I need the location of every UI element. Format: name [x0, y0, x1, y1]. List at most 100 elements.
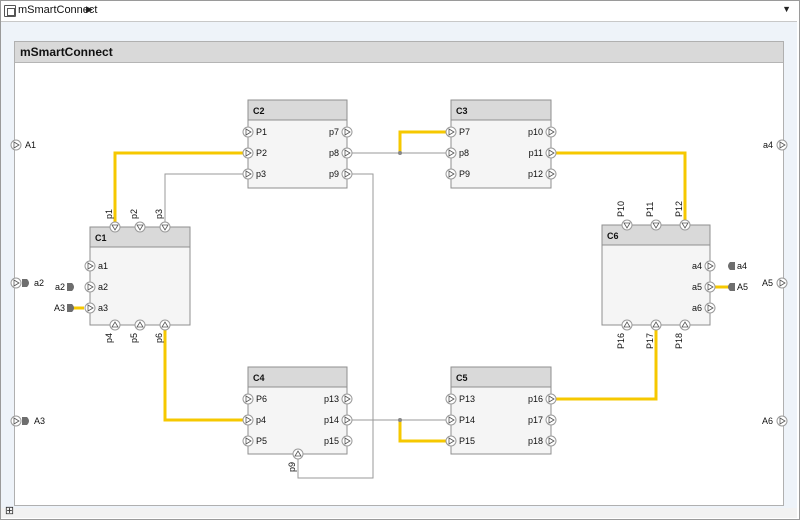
port-P17[interactable]: [650, 319, 662, 331]
port-p7[interactable]: [341, 126, 353, 138]
port-circle[interactable]: [10, 139, 22, 151]
port-p17[interactable]: [545, 414, 557, 426]
port-p10[interactable]: [545, 126, 557, 138]
port-P6[interactable]: [242, 393, 254, 405]
port-p16[interactable]: [545, 393, 557, 405]
port-circle[interactable]: [159, 221, 171, 233]
port-circle[interactable]: [242, 147, 254, 159]
port-P5[interactable]: [242, 435, 254, 447]
port-p4[interactable]: [109, 319, 121, 331]
port-circle[interactable]: [621, 219, 633, 231]
boundary-port-A3[interactable]: [10, 415, 22, 427]
port-p6[interactable]: [159, 319, 171, 331]
port-p12[interactable]: [545, 168, 557, 180]
port-circle[interactable]: [341, 414, 353, 426]
port-circle[interactable]: [109, 319, 121, 331]
port-P18[interactable]: [679, 319, 691, 331]
port-circle[interactable]: [109, 221, 121, 233]
port-p5[interactable]: [134, 319, 146, 331]
port-circle[interactable]: [545, 435, 557, 447]
port-circle[interactable]: [704, 281, 716, 293]
hierarchy-icon[interactable]: ⊞: [4, 505, 15, 517]
port-circle[interactable]: [776, 415, 788, 427]
port-circle[interactable]: [341, 168, 353, 180]
port-circle[interactable]: [445, 435, 457, 447]
port-P11[interactable]: [650, 219, 662, 231]
port-circle[interactable]: [10, 415, 22, 427]
port-a6[interactable]: [704, 302, 716, 314]
inport-A3[interactable]: [67, 304, 74, 312]
port-circle[interactable]: [242, 168, 254, 180]
port-p9[interactable]: [292, 448, 304, 460]
port-circle[interactable]: [445, 147, 457, 159]
port-circle[interactable]: [134, 221, 146, 233]
port-circle[interactable]: [341, 147, 353, 159]
port-p1[interactable]: [109, 221, 121, 233]
inport-A5[interactable]: [728, 283, 735, 291]
port-p3[interactable]: [242, 168, 254, 180]
port-circle[interactable]: [545, 147, 557, 159]
port-circle[interactable]: [134, 319, 146, 331]
port-P1[interactable]: [242, 126, 254, 138]
port-p13[interactable]: [341, 393, 353, 405]
port-circle[interactable]: [776, 139, 788, 151]
port-P15[interactable]: [445, 435, 457, 447]
port-P9[interactable]: [445, 168, 457, 180]
port-circle[interactable]: [84, 302, 96, 314]
port-a2[interactable]: [84, 281, 96, 293]
port-circle[interactable]: [679, 319, 691, 331]
port-P7[interactable]: [445, 126, 457, 138]
port-circle[interactable]: [650, 219, 662, 231]
port-circle[interactable]: [10, 277, 22, 289]
port-circle[interactable]: [704, 260, 716, 272]
port-p14[interactable]: [341, 414, 353, 426]
port-P14[interactable]: [445, 414, 457, 426]
inport-a2[interactable]: [67, 283, 74, 291]
boundary-port-a2[interactable]: [10, 277, 22, 289]
port-circle[interactable]: [545, 414, 557, 426]
port-circle[interactable]: [545, 126, 557, 138]
breadcrumb-arrow-icon[interactable]: ▶: [86, 4, 93, 14]
port-circle[interactable]: [445, 168, 457, 180]
boundary-port-a4[interactable]: [776, 139, 788, 151]
boundary-port-A1[interactable]: [10, 139, 22, 151]
port-circle[interactable]: [445, 393, 457, 405]
port-a1[interactable]: [84, 260, 96, 272]
port-P12[interactable]: [679, 219, 691, 231]
port-circle[interactable]: [84, 281, 96, 293]
port-a4[interactable]: [704, 260, 716, 272]
port-p18[interactable]: [545, 435, 557, 447]
port-p9[interactable]: [341, 168, 353, 180]
breadcrumb-model-name[interactable]: mSmartConnect: [18, 4, 98, 16]
port-circle[interactable]: [445, 414, 457, 426]
port-P2[interactable]: [242, 147, 254, 159]
port-P10[interactable]: [621, 219, 633, 231]
port-circle[interactable]: [341, 126, 353, 138]
port-p8[interactable]: [341, 147, 353, 159]
port-circle[interactable]: [704, 302, 716, 314]
port-circle[interactable]: [242, 393, 254, 405]
port-a3[interactable]: [84, 302, 96, 314]
port-circle[interactable]: [242, 414, 254, 426]
port-circle[interactable]: [545, 168, 557, 180]
port-p4[interactable]: [242, 414, 254, 426]
port-circle[interactable]: [159, 319, 171, 331]
port-circle[interactable]: [292, 448, 304, 460]
port-circle[interactable]: [341, 435, 353, 447]
port-circle[interactable]: [445, 126, 457, 138]
port-circle[interactable]: [242, 126, 254, 138]
port-circle[interactable]: [545, 393, 557, 405]
port-circle[interactable]: [776, 277, 788, 289]
port-circle[interactable]: [679, 219, 691, 231]
port-p2[interactable]: [134, 221, 146, 233]
port-p3[interactable]: [159, 221, 171, 233]
port-a5[interactable]: [704, 281, 716, 293]
port-P13[interactable]: [445, 393, 457, 405]
boundary-port-A6[interactable]: [776, 415, 788, 427]
port-circle[interactable]: [242, 435, 254, 447]
inport-a4[interactable]: [728, 262, 735, 270]
port-p15[interactable]: [341, 435, 353, 447]
port-circle[interactable]: [650, 319, 662, 331]
boundary-port-A5[interactable]: [776, 277, 788, 289]
chevron-down-icon[interactable]: ▼: [782, 4, 791, 14]
